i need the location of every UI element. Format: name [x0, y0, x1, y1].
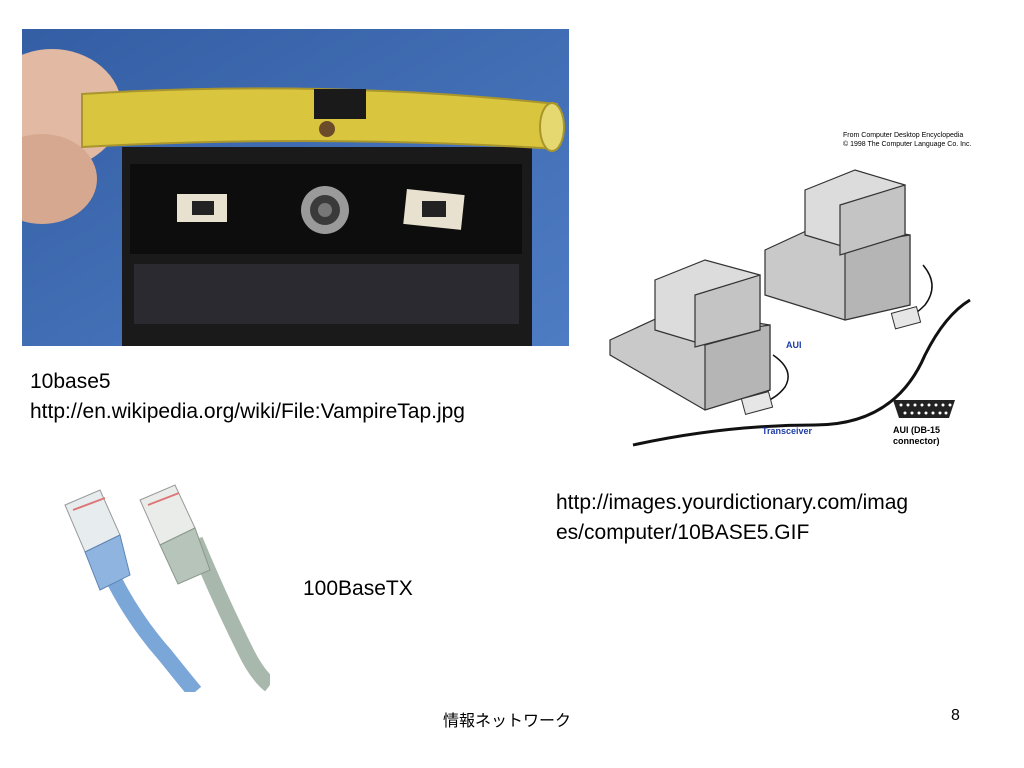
page-number: 8: [951, 707, 960, 724]
tap-source-url[interactable]: http://en.wikipedia.org/wiki/File:Vampir…: [30, 400, 465, 423]
vampire-tap-illustration: [22, 29, 569, 346]
rj45-cables-photo: [45, 480, 270, 692]
db15-connector-label: AUI (DB-15 connector): [893, 425, 940, 447]
diagram-url-line2[interactable]: es/computer/10BASE5.GIF: [556, 521, 810, 544]
vampire-tap-photo: [22, 29, 569, 346]
db15-label-line2: connector): [893, 436, 940, 446]
footer-title: 情報ネットワーク: [443, 713, 572, 730]
computers-illustration: [609, 169, 971, 447]
aui-label: AUI: [786, 340, 802, 350]
network-diagram: [605, 125, 980, 455]
rj45-cables-illustration: [64, 484, 270, 692]
diagram-credit-line2: © 1998 The Computer Language Co. Inc.: [843, 141, 972, 148]
db15-label-line1: AUI (DB-15: [893, 425, 941, 435]
diagram-credit-line1: From Computer Desktop Encyclopedia: [843, 132, 964, 139]
tap-title: 10base5: [30, 370, 111, 393]
diagram-credit: From Computer Desktop Encyclopedia © 199…: [843, 131, 971, 149]
transceiver-label: Transceiver: [762, 426, 813, 436]
cable-title: 100BaseTX: [303, 577, 413, 600]
diagram-url-line1[interactable]: http://images.yourdictionary.com/imag: [556, 491, 909, 514]
